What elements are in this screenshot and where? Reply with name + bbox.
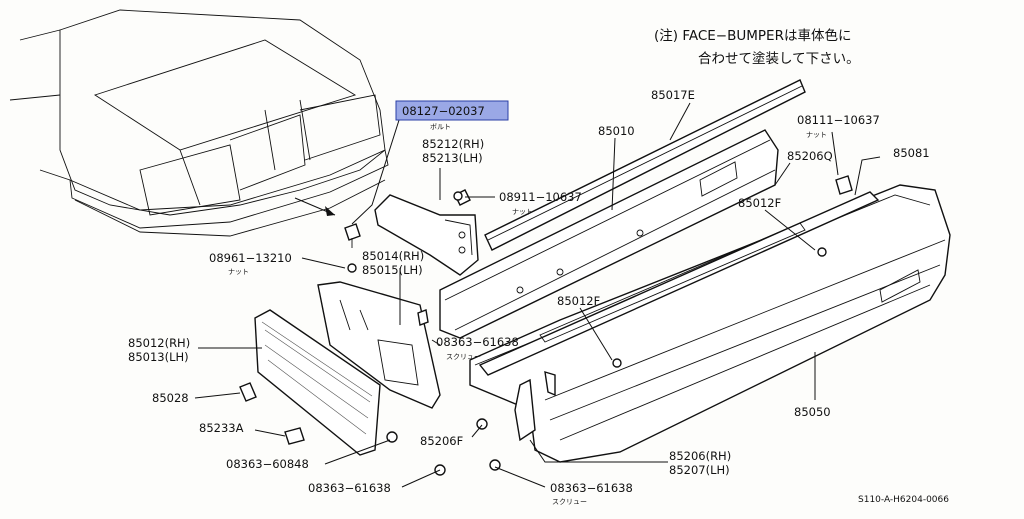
- part-85014-plate: [317, 281, 441, 409]
- label-85207[interactable]: 85207(LH): [669, 463, 730, 477]
- label-85206F[interactable]: 85206F: [420, 434, 463, 448]
- label-08363a-sub: スクリュー: [446, 353, 481, 361]
- label-85206[interactable]: 85206(RH): [669, 449, 731, 463]
- part-85012-garnish: [254, 309, 381, 456]
- label-08111-10637[interactable]: 08111−10637: [797, 113, 880, 127]
- highlight-box: [395, 100, 509, 121]
- label-85012[interactable]: 85012(RH): [128, 336, 190, 350]
- bolt-08127-part: [344, 223, 361, 248]
- label-08111-sub: ナット: [806, 131, 827, 139]
- label-85050[interactable]: 85050: [794, 405, 831, 419]
- label-85212[interactable]: 85212(RH): [422, 137, 484, 151]
- label-08961-13210[interactable]: 08961−13210: [209, 251, 292, 265]
- label-85014[interactable]: 85014(RH): [362, 249, 424, 263]
- label-85012F-top[interactable]: 85012F: [738, 196, 781, 210]
- label-85010[interactable]: 85010: [598, 124, 635, 138]
- paint-note-line1: (注) FACE−BUMPERは車体色に: [654, 27, 851, 44]
- label-08363-60848[interactable]: 08363−60848: [226, 457, 309, 471]
- diagram-code: S110-A-H6204-0066: [858, 495, 949, 505]
- fasteners: [239, 175, 853, 476]
- part-85212-bracket: [374, 189, 479, 276]
- label-85015[interactable]: 85015(LH): [362, 263, 423, 277]
- label-85213[interactable]: 85213(LH): [422, 151, 483, 165]
- label-08363-61638-c[interactable]: 08363−61638: [550, 481, 633, 495]
- label-08961-sub: ナット: [228, 268, 249, 276]
- part-85081-retainer: [478, 191, 880, 376]
- part-85017E-molding: [484, 79, 806, 251]
- label-85233A[interactable]: 85233A: [199, 421, 244, 435]
- label-85028[interactable]: 85028: [152, 391, 189, 405]
- label-08127-sub: ボルト: [430, 123, 451, 131]
- label-08363c-sub: スクリュー: [552, 498, 587, 506]
- label-08363-61638-a[interactable]: 08363−61638: [436, 335, 519, 349]
- label-85012F-mid[interactable]: 85012F: [557, 294, 600, 308]
- label-85206Q[interactable]: 85206Q: [787, 149, 833, 163]
- label-08127-02037[interactable]: 08127−02037: [402, 104, 485, 118]
- label-85013[interactable]: 85013(LH): [128, 350, 189, 364]
- label-85081[interactable]: 85081: [893, 146, 930, 160]
- car-body-rear: [9, 9, 389, 237]
- label-08911-sub: ナット: [512, 208, 533, 216]
- paint-note-line2: 合わせて塗装して下さい。: [698, 50, 860, 67]
- part-85050-bumper-face: [469, 184, 951, 463]
- label-08911-10637[interactable]: 08911−10637: [499, 190, 582, 204]
- part-85206-side-bracket: [514, 371, 556, 442]
- label-08363-61638-b[interactable]: 08363−61638: [308, 481, 391, 495]
- leader-lines: [194, 102, 881, 488]
- label-85017E[interactable]: 85017E: [651, 88, 695, 102]
